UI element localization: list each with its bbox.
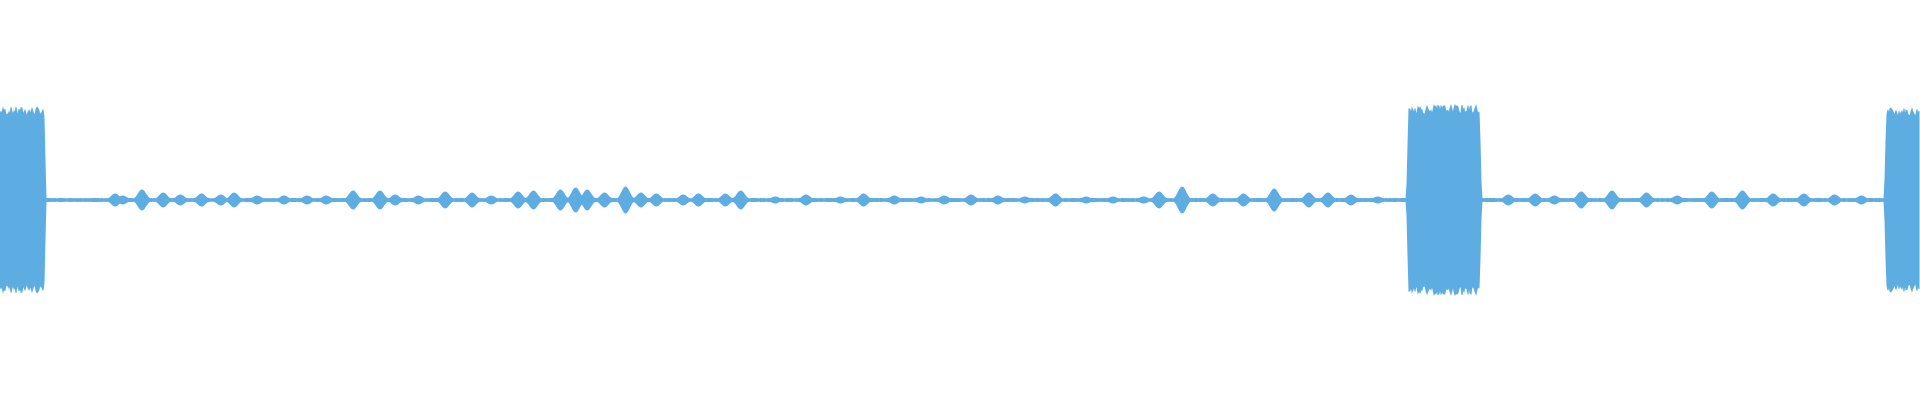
waveform-shape bbox=[0, 103, 1920, 297]
